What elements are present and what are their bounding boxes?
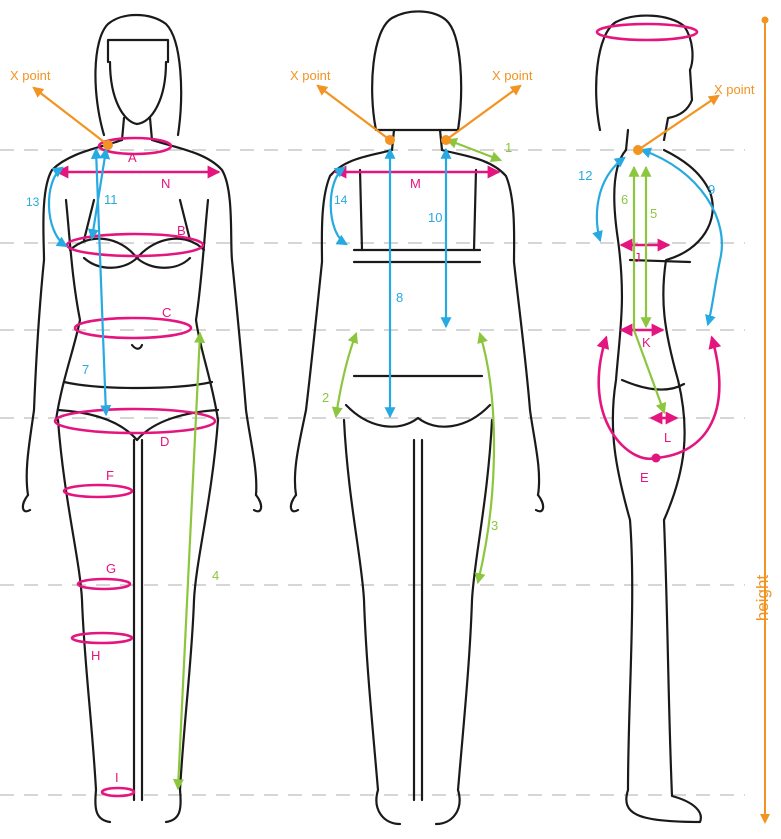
x-point-dot-side — [633, 145, 643, 155]
label-I: I — [115, 770, 119, 785]
label-1: 1 — [505, 140, 512, 155]
x-point-label-front: X point — [10, 68, 51, 83]
label-6: 6 — [621, 192, 628, 207]
girth-head-loop — [597, 24, 697, 40]
label-8: 8 — [396, 290, 403, 305]
girth-I-loop — [102, 788, 134, 796]
length-2-line — [336, 334, 356, 416]
length-13-arc — [49, 168, 66, 246]
label-B: B — [177, 223, 186, 238]
label-A: A — [128, 150, 137, 165]
label-14: 14 — [334, 193, 348, 207]
girth-G-loop — [78, 579, 130, 589]
height-label: height — [753, 575, 772, 622]
length-4-line — [178, 334, 200, 788]
label-5: 5 — [650, 206, 657, 221]
x-point-label-side: X point — [714, 82, 755, 97]
label-7: 7 — [82, 362, 89, 377]
label-12: 12 — [578, 168, 592, 183]
point-E-dot — [652, 454, 661, 463]
x-point-dot-back-left — [385, 135, 395, 145]
label-E: E — [640, 470, 649, 485]
label-2: 2 — [322, 390, 329, 405]
height-top-dot — [762, 17, 769, 24]
label-H: H — [91, 648, 100, 663]
label-9: 9 — [708, 182, 715, 197]
x-point-label-back-left: X point — [290, 68, 331, 83]
label-13: 13 — [26, 195, 40, 209]
girth-D-loop — [55, 409, 215, 433]
girth-F-loop — [64, 485, 132, 497]
label-K: K — [642, 335, 651, 350]
label-L: L — [664, 430, 671, 445]
x-point-dot-back-right — [441, 135, 451, 145]
girth-C-loop — [75, 318, 191, 338]
label-D: D — [160, 434, 169, 449]
x-point-dot-front — [103, 140, 113, 150]
label-3: 3 — [491, 518, 498, 533]
label-C: C — [162, 305, 171, 320]
length-3-line — [478, 334, 494, 582]
x-point-arrow-back-left — [318, 86, 390, 140]
label-J: J — [634, 250, 641, 265]
label-11: 11 — [104, 192, 118, 207]
label-M: M — [410, 176, 421, 191]
length-7-line — [96, 150, 106, 414]
length-12-arc — [597, 158, 624, 240]
height-measure — [762, 17, 769, 823]
x-point-arrow-back-right — [446, 86, 520, 140]
label-G: G — [106, 561, 116, 576]
x-point-label-back-right: X point — [492, 68, 533, 83]
x-point-arrow-side — [638, 96, 718, 150]
girth-H-loop — [72, 633, 132, 643]
length-6-line — [634, 168, 664, 412]
label-N: N — [161, 176, 170, 191]
label-10: 10 — [428, 210, 442, 225]
label-4: 4 — [212, 568, 219, 583]
length-9-arc — [642, 150, 722, 324]
label-F: F — [106, 468, 114, 483]
x-point-markers — [34, 86, 718, 155]
